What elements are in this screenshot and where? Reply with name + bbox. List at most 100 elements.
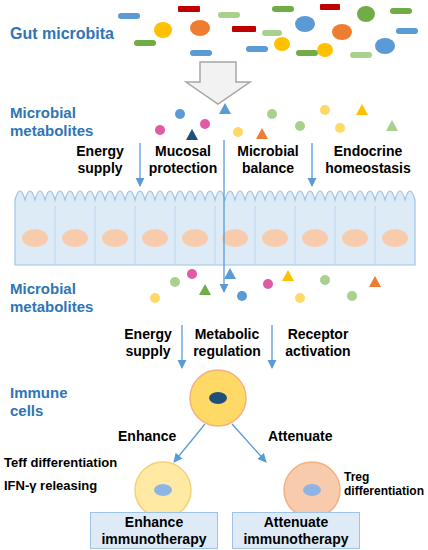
pathway-arrow [181, 325, 182, 368]
bacterium-rod [218, 12, 240, 18]
cell-border [175, 206, 176, 265]
cell-border [375, 206, 376, 265]
metabolite-dot [170, 277, 180, 287]
cell-label: Treg differentiation [344, 470, 428, 499]
cell-nucleus [302, 229, 328, 247]
metabolite-triangle [386, 120, 398, 131]
cell-border [255, 206, 256, 265]
bacterium-rod [350, 52, 372, 58]
effect-label: Attenuate [268, 428, 358, 445]
bacterium-coccus [154, 22, 172, 38]
section-label: Immune cells [10, 384, 80, 420]
metabolite-triangle [369, 276, 381, 287]
bacterium-rod [246, 46, 268, 52]
flow-arrow [186, 62, 250, 104]
pathway-arrow [311, 143, 312, 186]
cell-nucleus [342, 229, 368, 247]
pathway-label: Mucosal protection [145, 143, 221, 177]
bacterium-coccus [357, 6, 375, 22]
bacterium-coccus [375, 38, 395, 54]
bacterium-rod [118, 13, 140, 19]
metabolite-dot [267, 109, 277, 119]
pathway-label: Energy supply [62, 143, 138, 177]
bacterium-rod [178, 6, 200, 12]
metabolite-dot [237, 291, 247, 301]
epithelial-cells [22, 206, 408, 265]
bacterium-rod [396, 28, 418, 34]
pathway-arrow [174, 424, 205, 462]
metabolite-triangle [224, 268, 236, 279]
cell-nucleus [262, 229, 288, 247]
effect-label: Enhance [118, 428, 198, 445]
cell-border [95, 206, 96, 265]
cell-border [335, 206, 336, 265]
metabolite-dot [155, 125, 165, 135]
pathway-label: Microbial balance [228, 143, 308, 177]
therapy-box: Attenuate immunotherapy [232, 512, 360, 549]
metabolite-triangle [186, 129, 198, 140]
treg-cell [284, 462, 340, 518]
pathway-label: Receptor activation [276, 326, 360, 360]
cell-border [295, 206, 296, 265]
bacterium-rod [390, 8, 412, 14]
metabolite-dot [295, 293, 305, 303]
cell-nucleus [182, 229, 208, 247]
bacteria [118, 4, 418, 58]
cell-nucleus [382, 229, 408, 247]
cell-border [215, 206, 216, 265]
bacterium-rod [262, 30, 282, 36]
pathway-arrow [223, 140, 224, 292]
metabolite-dot [233, 127, 243, 137]
box-text: Attenuate immunotherapy [233, 514, 359, 546]
bacterium-coccus [274, 37, 290, 51]
bacterium-rod [190, 50, 212, 56]
metabolites-upper [155, 103, 398, 140]
box-text: Enhance immunotherapy [91, 514, 217, 546]
pathway-label: Endocrine homeostasis [316, 143, 420, 177]
metabolite-dot [335, 123, 345, 133]
bacterium-rod [134, 40, 156, 46]
metabolite-dot [347, 291, 357, 301]
bacterium-rod [296, 50, 318, 56]
cell-nucleus [62, 229, 88, 247]
bacterium-coccus [295, 16, 315, 32]
metabolite-triangle [199, 284, 211, 295]
cell-nucleus [222, 229, 248, 247]
metabolite-dot [187, 269, 197, 279]
metabolite-dot [320, 275, 330, 285]
section-label: Microbial metabolites [10, 280, 110, 316]
bacterium-rod [320, 4, 340, 10]
section-label: Gut microbita [10, 24, 170, 43]
metabolite-triangle [256, 128, 268, 139]
metabolite-triangle [282, 270, 294, 281]
pathway-label: Energy supply [116, 326, 180, 360]
cell-nucleus [154, 484, 172, 496]
cell-nucleus [303, 484, 321, 496]
pathway-arrows [140, 140, 312, 462]
cell-nucleus [102, 229, 128, 247]
epithelium-band [15, 191, 415, 265]
epithelium [15, 191, 415, 265]
pathway-arrow [232, 424, 266, 462]
cell-border [135, 206, 136, 265]
metabolites-lower [150, 268, 381, 303]
bacterium-coccus [317, 43, 333, 57]
cell-nucleus [209, 392, 227, 404]
metabolite-dot [175, 109, 185, 119]
cell-label: IFN-γ releasing [4, 478, 134, 494]
cell-border [55, 206, 56, 265]
immune-cell [190, 370, 246, 426]
bacterium-rod [232, 26, 256, 32]
metabolite-triangle [219, 103, 231, 114]
metabolite-triangle [356, 104, 368, 115]
cell-nucleus [142, 229, 168, 247]
cell-nucleus [22, 229, 48, 247]
metabolite-dot [150, 293, 160, 303]
metabolite-dot [263, 279, 273, 289]
bacterium-rod [272, 6, 294, 12]
therapy-box: Enhance immunotherapy [90, 512, 218, 549]
pathway-label: Metabolic regulation [186, 326, 268, 360]
section-label: Microbial metabolites [10, 104, 110, 140]
pathway-arrow [139, 143, 140, 186]
